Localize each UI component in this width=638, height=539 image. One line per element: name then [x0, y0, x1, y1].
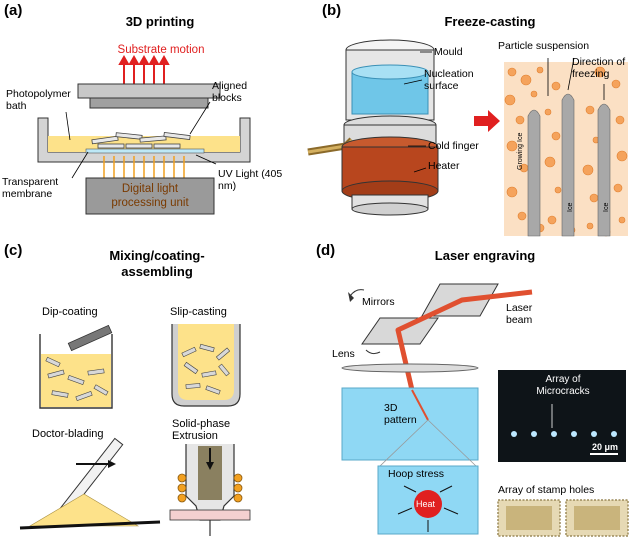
microcrack-dots [511, 431, 617, 437]
dip-beaker [39, 334, 113, 409]
laser-beam-label: Laser beam [506, 302, 533, 326]
panel-c-letter: (c) [4, 242, 23, 259]
slip-casting-label: Slip-casting [170, 306, 227, 318]
uv-rays [103, 156, 185, 178]
ice-column-3 [597, 103, 611, 237]
ice-column-2 [561, 93, 575, 237]
panel-b-title: Freeze-casting [444, 14, 536, 29]
dlp-unit-label: Digital light processing unit [111, 183, 189, 209]
nucleation-surface-label: Nucleation surface [424, 68, 474, 92]
panel-d-title: Laser engraving [434, 248, 536, 263]
cold-finger-label: Cold finger [428, 140, 479, 152]
growing-ice-label: Growing Ice [517, 132, 524, 170]
dlp-unit-box [85, 177, 215, 215]
pattern-block [341, 387, 479, 461]
scale-bar-label: 20 μm [592, 442, 619, 452]
ice-label-1: Ice [567, 202, 574, 212]
particles [504, 66, 628, 237]
direction-of-freezing-label: Direction of freezing [572, 56, 626, 80]
mirrors-label: Mirrors [362, 296, 395, 308]
doctor-blading-label: Doctor-blading [32, 428, 104, 440]
substrate-holder [89, 97, 209, 109]
substrate-top [77, 83, 221, 99]
panel-d-letter: (d) [316, 242, 336, 259]
extruder-heaters [177, 473, 243, 503]
microcracks-image [498, 370, 626, 462]
uv-light-label: UV Light (405 nm) [218, 168, 283, 192]
hoop-stress-label: Hoop stress [388, 468, 445, 480]
hoop-arrows [397, 485, 459, 532]
photopolymer-bath-label: Photopolymer bath [6, 88, 71, 112]
solid-phase-extrusion-label: Solid-phase Extrusion [172, 418, 231, 442]
panel-b-letter: (b) [322, 2, 342, 19]
stamp-holes-label: Array of stamp holes [498, 484, 595, 496]
heat-spot [414, 490, 442, 518]
microcracks-label: Array of Microcracks [536, 374, 590, 397]
membrane [85, 148, 205, 154]
aligned-blocks-label: Aligned blocks [212, 80, 248, 104]
ice-label-2: Ice [603, 202, 610, 212]
lens-label: Lens [332, 348, 355, 360]
lens [341, 363, 479, 373]
dip-coating-label: Dip-coating [42, 306, 98, 318]
panel-a-title: 3D printing [125, 14, 195, 29]
particle-suspension-label: Particle suspension [498, 40, 590, 52]
aligned-blocks [91, 131, 191, 149]
substrate-motion-arrows [118, 54, 170, 84]
dip-substrate [67, 324, 113, 352]
panel-a-letter: (a) [4, 2, 23, 19]
panel-c-title: Mixing/coating-assembling [109, 248, 205, 279]
mould-label: Mould [434, 46, 463, 58]
heater-label: Heater [428, 160, 460, 172]
pattern-label: 3D pattern [384, 402, 417, 426]
substrate-motion-label: Substrate motion [117, 44, 205, 56]
transparent-membrane-label: Transparent membrane [2, 176, 59, 200]
heat-label: Heat [416, 499, 436, 509]
ice-column-1 [527, 109, 541, 237]
transform-arrow [474, 110, 500, 132]
